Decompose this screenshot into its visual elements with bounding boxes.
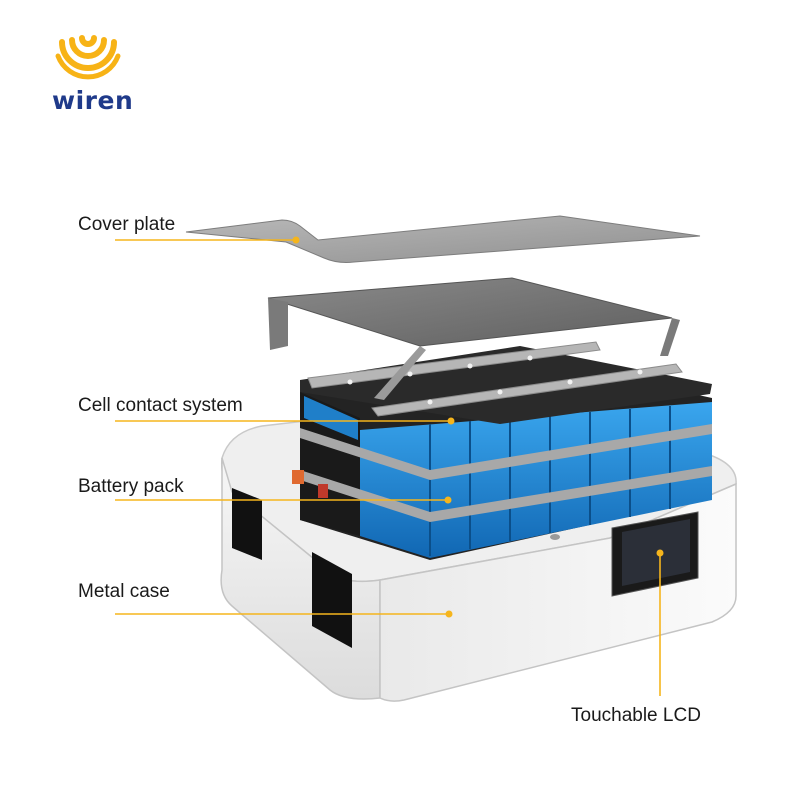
brand-wordmark: wiren bbox=[52, 86, 134, 115]
marker-dot-pack bbox=[444, 496, 452, 504]
cell-contact-system bbox=[300, 341, 712, 424]
label-cell-contact-system: Cell contact system bbox=[78, 395, 243, 416]
marker-dot-cover bbox=[292, 236, 300, 244]
case-vent-left bbox=[232, 488, 262, 560]
cover-plate bbox=[185, 215, 701, 263]
label-cover-plate: Cover plate bbox=[78, 214, 176, 235]
insulation-sheet bbox=[267, 277, 680, 400]
case-vent-front bbox=[312, 552, 352, 648]
marker-dot-case bbox=[445, 610, 453, 618]
label-metal-case: Metal case bbox=[78, 581, 170, 602]
wifi-signal-logo-icon bbox=[55, 35, 121, 80]
marker-dot-contact bbox=[447, 417, 455, 425]
touch-lcd-screen bbox=[611, 511, 699, 597]
label-battery-pack: Battery pack bbox=[78, 476, 184, 497]
marker-dot-lcd bbox=[656, 549, 664, 557]
label-touchable-lcd: Touchable LCD bbox=[571, 705, 701, 726]
